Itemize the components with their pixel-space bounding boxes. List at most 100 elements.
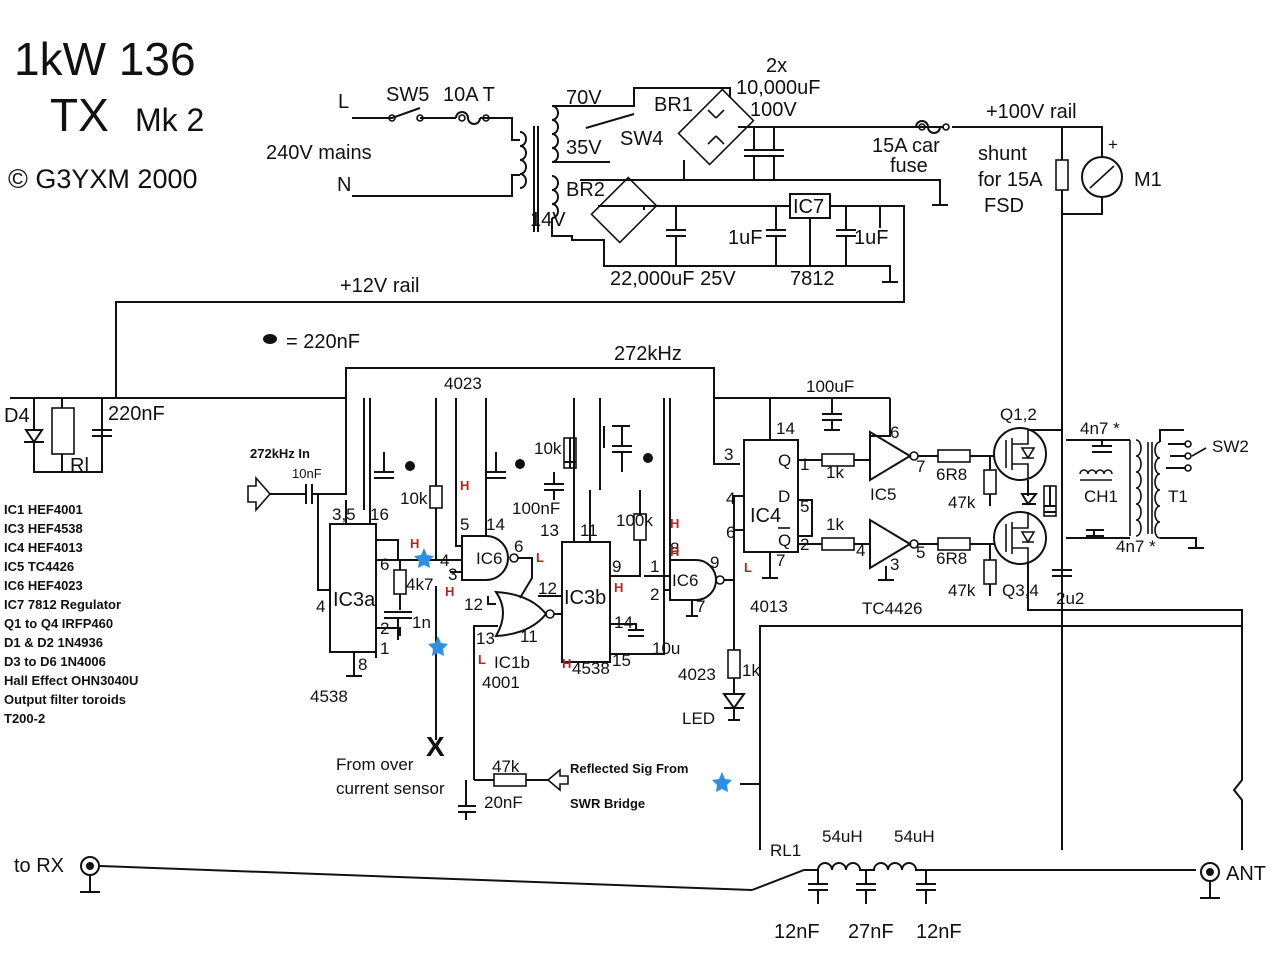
c1u-a-label: 1uF bbox=[728, 227, 762, 249]
level-h-6: H bbox=[670, 516, 679, 531]
ic6a-gate: IC6 5 14 6 4 3 bbox=[436, 398, 533, 599]
l2-label: 54uH bbox=[894, 827, 935, 846]
part-d12: D1 & D2 1N4936 bbox=[4, 635, 103, 650]
pin-ib6: 6 bbox=[890, 423, 899, 442]
l1-label: 54uH bbox=[822, 827, 863, 846]
mains-l-label: L bbox=[338, 91, 349, 113]
ic4-block: IC4 4013 Q D Q 3 14 4 6 1 5 2 7 1k 1k 10… bbox=[724, 377, 870, 616]
c4n7-b-label: 4n7 * bbox=[1116, 537, 1156, 556]
ic3a-block: IC3a 4538 3,5 16 6 4 2 1 8 4k7 1n 10k bbox=[310, 398, 443, 706]
ic6b-type: 4023 bbox=[678, 665, 716, 684]
r10k-a-label: 10k bbox=[400, 489, 428, 508]
pin-b15: 15 bbox=[612, 651, 631, 670]
ant-label: ANT bbox=[1226, 863, 1266, 885]
ic3b-label: IC3b bbox=[564, 587, 606, 609]
meter-label: M1 bbox=[1134, 169, 1162, 191]
capacitor-dot-legend-icon bbox=[263, 334, 277, 344]
pin-ff6: 6 bbox=[726, 523, 735, 542]
r1k-led-label: 1k bbox=[742, 661, 760, 680]
level-h-5: H bbox=[614, 580, 623, 595]
ic3b-block: IC3b 4538 13 11 12 9 14 15 10k 100nF 100… bbox=[458, 398, 680, 820]
car-fuse-line2: fuse bbox=[890, 155, 928, 177]
pin-c9: 9 bbox=[710, 553, 719, 572]
title-mk: Mk 2 bbox=[135, 102, 204, 138]
ic4023-top-label: 4023 bbox=[444, 374, 482, 393]
level-h-7: H bbox=[670, 544, 679, 559]
pin-c7: 7 bbox=[696, 597, 705, 616]
pin-ic3a-1: 1 bbox=[380, 639, 389, 658]
r47k-b-label: 47k bbox=[948, 581, 976, 600]
ic3a-label: IC3a bbox=[333, 589, 376, 611]
br1-label: BR1 bbox=[654, 94, 693, 116]
r1k-a-label: 1k bbox=[826, 463, 844, 482]
caps-top-line1: 2x bbox=[766, 55, 787, 77]
sw4-label: SW4 bbox=[620, 128, 663, 150]
ic1b-gate: IC1b 4001 12 13 11 bbox=[464, 590, 564, 780]
pin-n13: 13 bbox=[476, 629, 495, 648]
pin-g3: 3 bbox=[448, 565, 457, 584]
tap35-label: 35V bbox=[566, 137, 602, 159]
r4k7-label: 4k7 bbox=[406, 575, 433, 594]
overcurrent-line2: current sensor bbox=[336, 779, 445, 798]
pin-ic3a-4: 4 bbox=[316, 597, 325, 616]
cap-dot-icon-2 bbox=[515, 459, 525, 469]
car-fuse-line1: 15A car bbox=[872, 135, 940, 157]
part-hall: Hall Effect OHN3040U bbox=[4, 673, 138, 688]
level-h-1: H bbox=[460, 478, 469, 493]
pin-n12: 12 bbox=[464, 595, 483, 614]
c100n-label: 100nF bbox=[512, 499, 560, 518]
tap70-label: 70V bbox=[566, 87, 602, 109]
c2u2-label: 2u2 bbox=[1056, 589, 1084, 608]
c10n-label: 10nF bbox=[292, 466, 322, 481]
r47k-a-label: 47k bbox=[948, 493, 976, 512]
input-arrow-icon bbox=[247, 475, 272, 513]
star-markers bbox=[414, 548, 732, 792]
star-icon-1 bbox=[414, 548, 434, 568]
input-section: D4 Rl 220nF 272kHz In 10nF bbox=[4, 398, 347, 513]
c22000-label: 22,000uF 25V bbox=[610, 268, 736, 290]
caps-top-line3: 100V bbox=[750, 99, 797, 121]
part-ic6: IC6 HEF4023 bbox=[4, 578, 83, 593]
d4-label: D4 bbox=[4, 405, 30, 427]
part-ic4: IC4 HEF4013 bbox=[4, 540, 83, 555]
reg-label: 7812 bbox=[790, 268, 835, 290]
ch1-label: CH1 bbox=[1084, 487, 1118, 506]
caps-top-line2: 10,000uF bbox=[736, 77, 821, 99]
level-h-2: H bbox=[410, 536, 419, 551]
pin-ic3a-8: 8 bbox=[358, 655, 367, 674]
br2-label: BR2 bbox=[566, 179, 605, 201]
pin-ib5: 5 bbox=[916, 543, 925, 562]
r1k-b-label: 1k bbox=[826, 515, 844, 534]
cap-dot-icon-3 bbox=[643, 453, 653, 463]
rl-label: Rl bbox=[70, 455, 89, 477]
pin-g4: 4 bbox=[440, 551, 449, 570]
swr-c20n-label: 20nF bbox=[484, 793, 523, 812]
pin-ib7: 7 bbox=[916, 457, 925, 476]
legend-220-label: = 220nF bbox=[286, 331, 360, 353]
pin-b2b: 2 bbox=[650, 585, 659, 604]
c1u-b-label: 1uF bbox=[854, 227, 888, 249]
ic4-d: D bbox=[778, 487, 790, 506]
star-icon-2 bbox=[428, 636, 448, 656]
ic4-label: IC4 bbox=[750, 505, 781, 527]
q12-label: Q1,2 bbox=[1000, 405, 1037, 424]
rail100-label: +100V rail bbox=[986, 101, 1077, 123]
pin-ic3a-16: 16 bbox=[370, 505, 389, 524]
part-ic1: IC1 HEF4001 bbox=[4, 502, 83, 517]
pin-ib4: 4 bbox=[856, 541, 865, 560]
title-line1: 1kW 136 bbox=[14, 33, 196, 85]
meter-plus: + bbox=[1108, 135, 1118, 154]
cap-dot-icon-1 bbox=[405, 461, 415, 471]
ic3a bbox=[329, 523, 377, 653]
pin-b1b: 1 bbox=[650, 557, 659, 576]
c12a-label: 12nF bbox=[774, 921, 820, 943]
to-rx-label: to RX bbox=[14, 855, 64, 877]
ic6b-gate: IC6 4023 8 9 7 1 2 1k LED bbox=[644, 398, 760, 728]
level-h-3: H bbox=[445, 584, 454, 599]
mains-n-label: N bbox=[337, 174, 351, 196]
level-l-3: L bbox=[744, 560, 752, 575]
parts-list: IC1 HEF4001 IC3 HEF4538 IC4 HEF4013 IC5 … bbox=[4, 502, 138, 726]
r10k-b-label: 10k bbox=[534, 439, 562, 458]
pin-g5: 5 bbox=[460, 515, 469, 534]
